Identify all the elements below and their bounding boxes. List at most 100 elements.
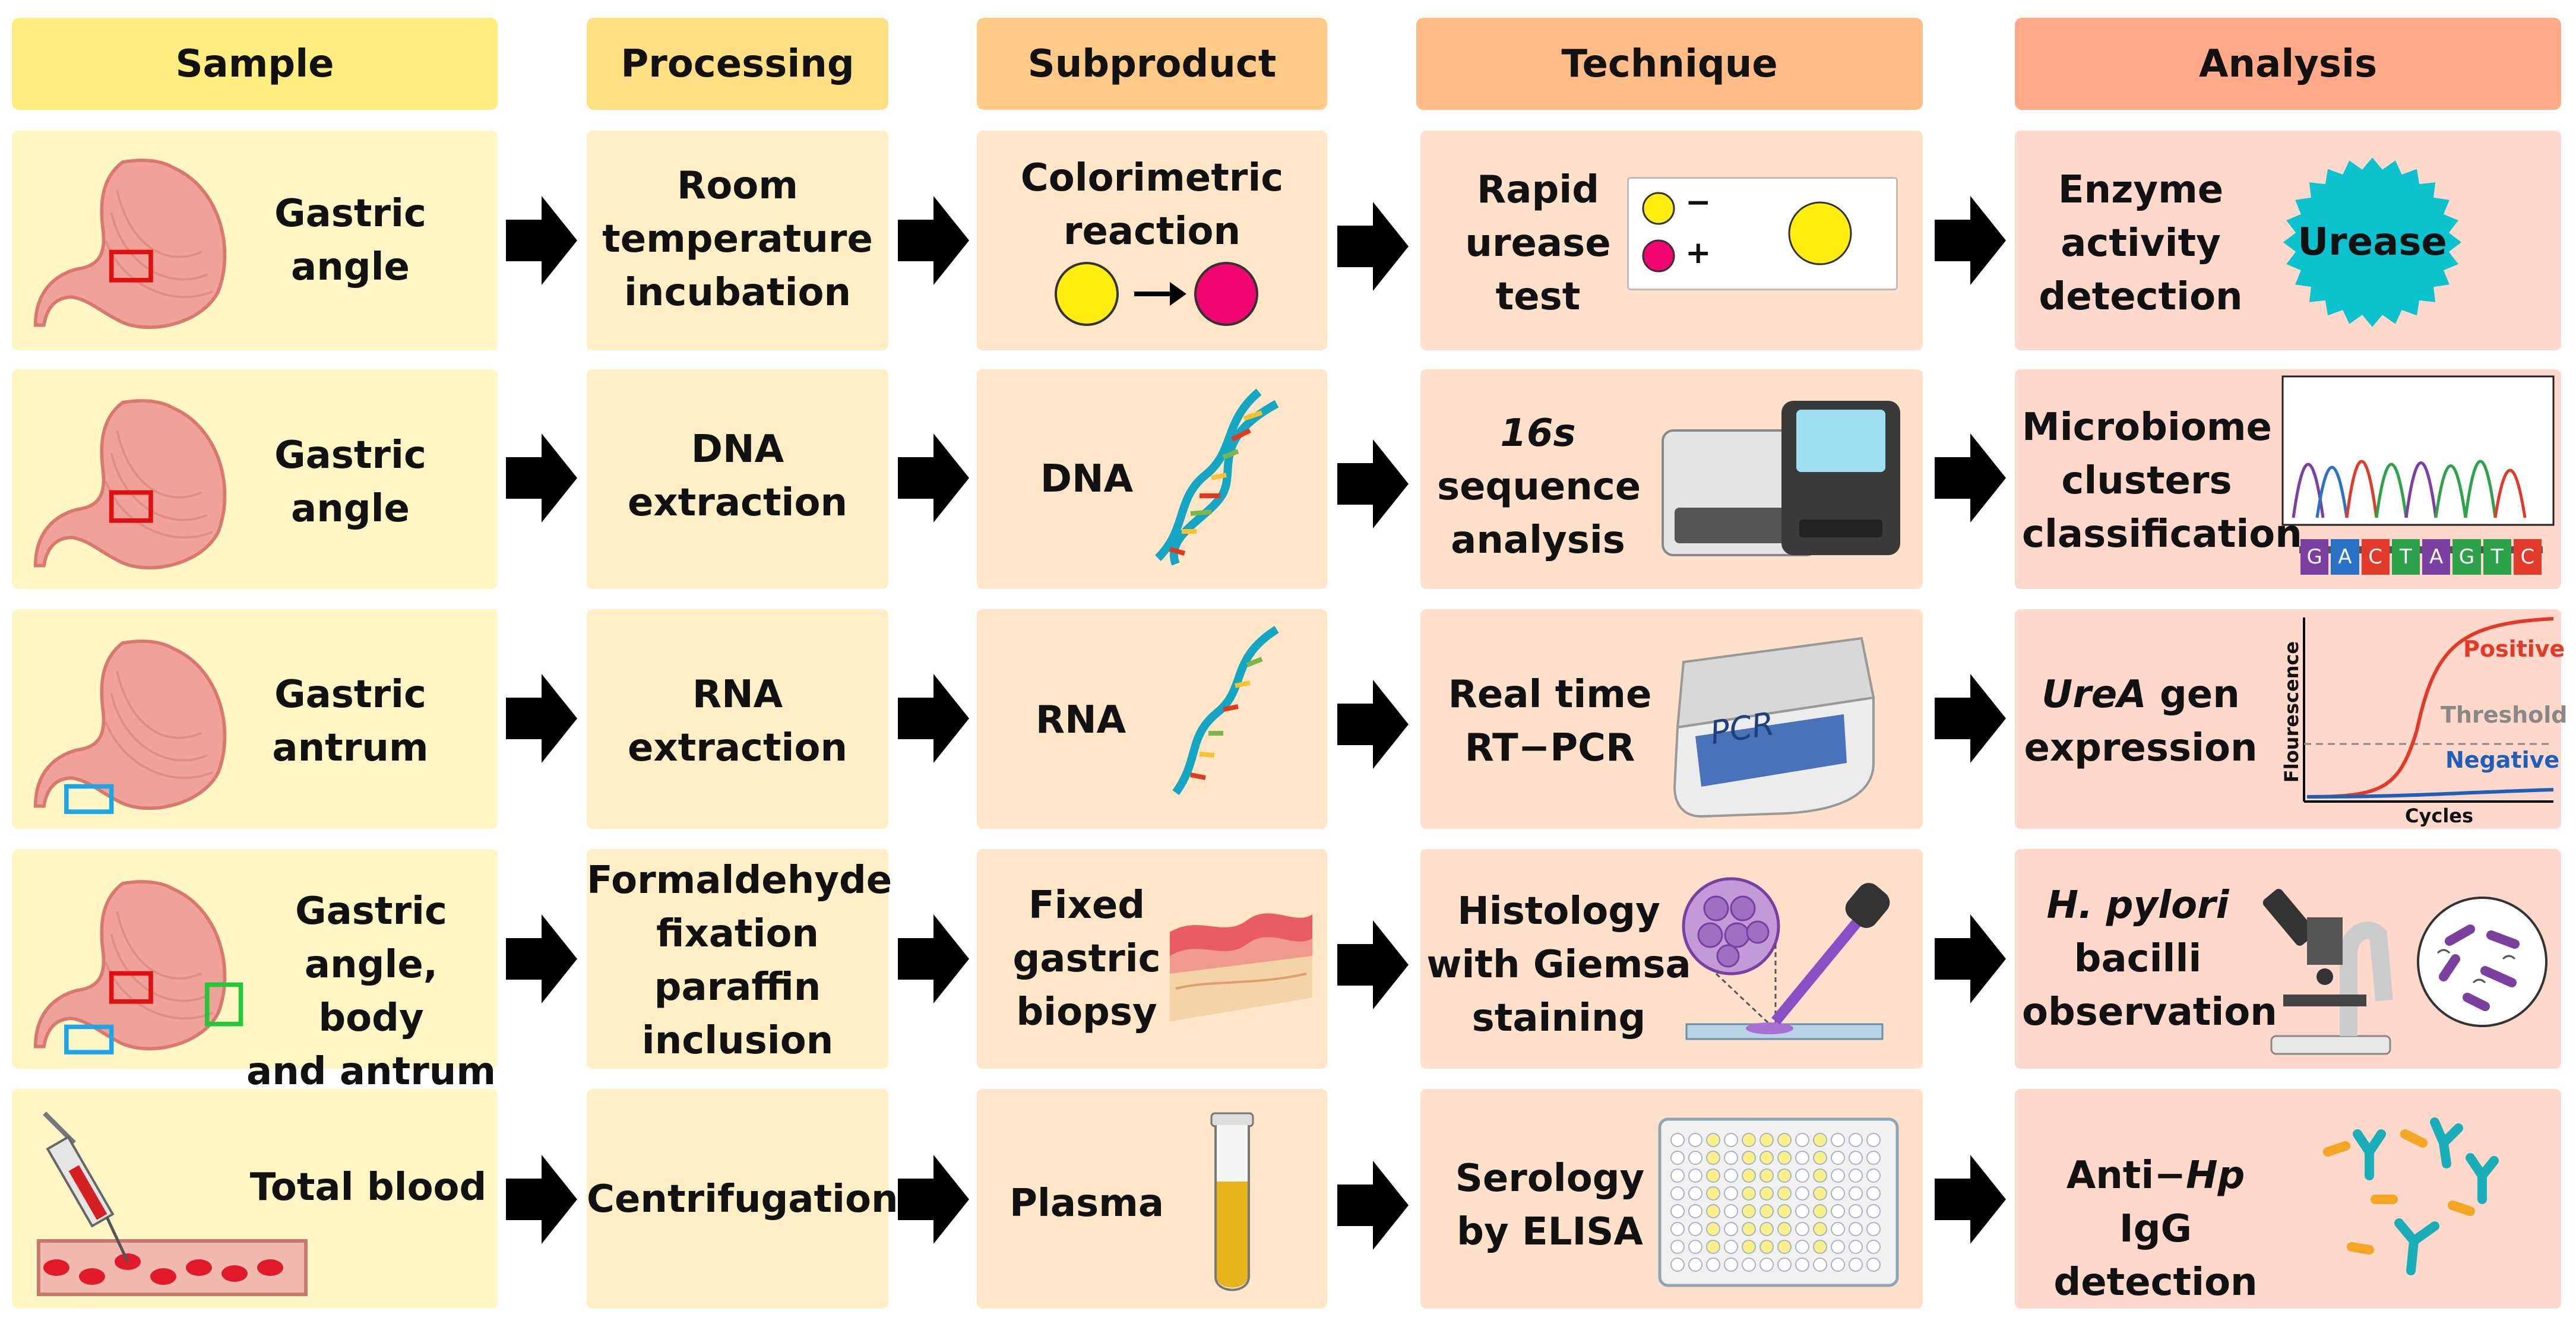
arrow-r4-c1 [506, 914, 577, 1003]
elisa-well [1759, 1222, 1774, 1236]
elisa-well [1724, 1133, 1738, 1147]
urease-badge-icon [2283, 157, 2461, 327]
elisa-well [1831, 1151, 1845, 1165]
row5-subproduct-text: Plasma [1009, 1182, 1164, 1225]
elisa-well [1866, 1204, 1881, 1218]
elisa-well [1813, 1133, 1827, 1147]
elisa-well [1866, 1258, 1881, 1272]
elisa-well [1724, 1222, 1738, 1236]
stomach-illustration [33, 154, 246, 338]
tissue-biopsy-icon [1170, 913, 1312, 1021]
giemsa-staining-icon [1682, 877, 1890, 1040]
elisa-well [1831, 1222, 1845, 1236]
elisa-well [1670, 1222, 1685, 1236]
elisa-well [1742, 1133, 1756, 1147]
urease-badge-label: Urease [2297, 220, 2447, 264]
elisa-well [1849, 1258, 1863, 1272]
header-processing: Processing [587, 18, 888, 110]
arrow-r2-c2 [898, 433, 969, 522]
elisa-well [1813, 1240, 1827, 1254]
elisa-well [1831, 1168, 1845, 1183]
elisa-well [1759, 1186, 1774, 1201]
elisa-well [1688, 1151, 1702, 1165]
elisa-well [1688, 1240, 1702, 1254]
elisa-well [1777, 1186, 1792, 1201]
row2-sample-cell [12, 369, 498, 589]
elisa-well [1866, 1222, 1881, 1236]
elisa-well [1777, 1204, 1792, 1218]
elisa-well [1813, 1168, 1827, 1183]
row3-analysis-text: UreA gen expression [2024, 673, 2258, 770]
row1-subproduct-cell [977, 131, 1327, 350]
elisa-well [1688, 1133, 1702, 1147]
elisa-well [1742, 1168, 1756, 1183]
elisa-well [1831, 1133, 1845, 1147]
antibody-igg-icon [2323, 1117, 2499, 1275]
base-tile: G [2452, 539, 2481, 575]
elisa-well [1670, 1168, 1685, 1183]
base-tile: A [2331, 539, 2359, 575]
threshold-label: Threshold [2441, 702, 2568, 728]
qpcr-amplification-chart [2303, 617, 2554, 803]
row5-processing-text: Centrifugation [587, 1177, 898, 1221]
arrow-r3-c2 [898, 674, 969, 763]
elisa-well [1742, 1240, 1756, 1254]
arrow-r4-c4 [1935, 914, 2006, 1003]
elisa-well [1813, 1222, 1827, 1236]
arrow-r3-c4 [1935, 674, 2006, 763]
arrow-r1-c3 [1337, 202, 1409, 291]
stomach-illustration [33, 635, 246, 814]
elisa-plate-icon [1658, 1117, 1899, 1287]
color-change-illustration [1055, 262, 1258, 326]
arrow-r5-c3 [1337, 1161, 1409, 1250]
elisa-well [1706, 1151, 1720, 1165]
base-call-strip: G A C T A G T C [2299, 539, 2543, 575]
negative-curve-label: Negative [2445, 747, 2560, 773]
arrow-r3-c3 [1337, 680, 1409, 769]
bacilli-magnified-icon [2417, 897, 2547, 1027]
elisa-well [1742, 1186, 1756, 1201]
row4-sample-cell [12, 849, 498, 1069]
arrow-r2-c1 [506, 433, 577, 522]
elisa-well [1777, 1222, 1792, 1236]
elisa-well [1724, 1168, 1738, 1183]
dna-helix-icon [1154, 388, 1279, 566]
blood-sample-illustration [37, 1111, 308, 1296]
elisa-well [1777, 1151, 1792, 1165]
elisa-well [1813, 1204, 1827, 1218]
rna-strand-icon [1172, 626, 1279, 796]
elisa-well [1777, 1133, 1792, 1147]
elisa-well [1849, 1151, 1863, 1165]
elisa-well [1831, 1258, 1845, 1272]
urease-test-card: − + [1627, 177, 1898, 290]
elisa-well [1670, 1186, 1685, 1201]
positive-curve-label: Positive [2463, 636, 2565, 662]
elisa-well [1706, 1168, 1720, 1183]
elisa-well [1759, 1204, 1774, 1218]
elisa-well [1759, 1133, 1774, 1147]
elisa-well [1795, 1133, 1809, 1147]
elisa-well [1706, 1186, 1720, 1201]
header-subproduct: Subproduct [977, 18, 1327, 110]
elisa-well [1777, 1240, 1792, 1254]
elisa-well [1670, 1151, 1685, 1165]
elisa-well [1795, 1258, 1809, 1272]
row3-subproduct-cell [977, 609, 1327, 829]
elisa-well [1706, 1204, 1720, 1218]
elisa-well [1795, 1168, 1809, 1183]
base-tile: T [2483, 539, 2511, 575]
elisa-well [1795, 1240, 1809, 1254]
arrow-r1-c4 [1935, 196, 2006, 285]
sequencer-device-icon [1662, 401, 1900, 556]
arrow-r2-c4 [1935, 433, 2006, 522]
